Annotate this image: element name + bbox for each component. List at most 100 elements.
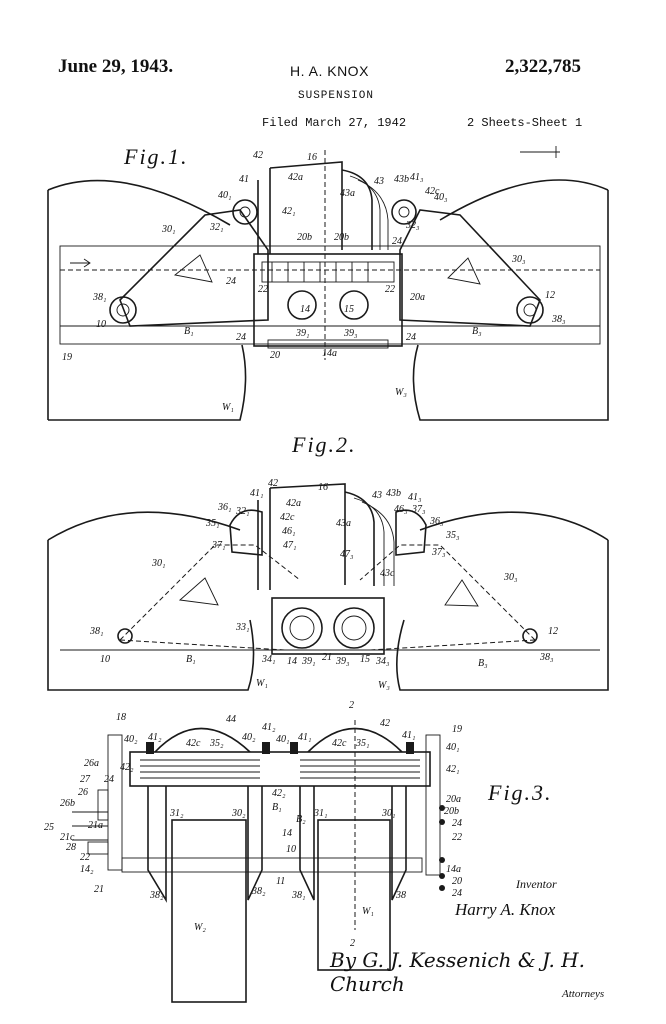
svg-text:43a: 43a: [336, 518, 351, 529]
figure-3-drawing: 18 2 44 42 19 40₂ 41₂ 42c 35₂ 40₂ 41₂ 40…: [44, 700, 462, 1003]
svg-text:43b: 43b: [394, 174, 409, 185]
filing-date: Filed March 27, 1942: [262, 116, 407, 130]
svg-text:35₁: 35₁: [355, 738, 369, 749]
svg-text:12: 12: [545, 290, 555, 301]
svg-text:19: 19: [452, 724, 462, 735]
inventor-caption: Inventor: [516, 877, 557, 891]
inventor-signature: Harry A. Knox: [455, 900, 556, 919]
svg-text:24: 24: [406, 332, 416, 343]
svg-text:12: 12: [548, 626, 558, 637]
svg-text:38₁: 38₁: [89, 626, 103, 637]
svg-text:31₁: 31₁: [313, 808, 327, 819]
svg-text:41₂: 41₂: [148, 732, 162, 743]
svg-text:33₁: 33₁: [235, 622, 249, 633]
svg-text:26: 26: [78, 787, 88, 798]
svg-text:42c: 42c: [425, 186, 440, 197]
svg-text:35₃: 35₃: [445, 530, 460, 541]
svg-text:24: 24: [452, 888, 462, 899]
svg-text:11: 11: [276, 876, 285, 887]
svg-text:38₃: 38₃: [551, 314, 566, 325]
svg-text:B₃: B₃: [472, 326, 482, 337]
svg-text:30₁: 30₁: [381, 808, 395, 819]
svg-text:40₁: 40₁: [276, 734, 289, 745]
svg-text:10: 10: [100, 654, 110, 665]
svg-text:39₃: 39₃: [335, 656, 350, 667]
svg-text:25: 25: [44, 822, 54, 833]
svg-text:24: 24: [392, 236, 402, 247]
svg-text:21c: 21c: [60, 832, 75, 843]
svg-text:34₁: 34₁: [261, 654, 275, 665]
svg-text:14a: 14a: [322, 348, 337, 359]
svg-text:B₁: B₁: [184, 326, 194, 337]
svg-text:31₂: 31₂: [169, 808, 184, 819]
svg-text:24: 24: [452, 818, 462, 829]
svg-text:40₁: 40₁: [218, 190, 231, 201]
figure-2-drawing: 42 16 41₁ 42a 36₁ 32₁ 42c 46₁ 47₁ 35₁ 43…: [47, 478, 609, 691]
patent-title: SUSPENSION: [298, 90, 375, 102]
figure-2-label: Fig.2.: [292, 432, 357, 457]
svg-text:41₁: 41₁: [298, 732, 311, 743]
svg-text:30₁: 30₁: [161, 224, 175, 235]
svg-text:38₁: 38₁: [92, 292, 106, 303]
svg-text:40₃: 40₃: [434, 192, 448, 203]
svg-text:14: 14: [282, 828, 292, 839]
svg-text:24: 24: [104, 774, 114, 785]
svg-text:22: 22: [80, 852, 90, 863]
svg-text:41₃: 41₃: [408, 492, 422, 503]
patent-number: 2,322,785: [505, 56, 581, 77]
svg-text:20: 20: [270, 350, 280, 361]
svg-text:28: 28: [66, 842, 76, 853]
svg-text:43c: 43c: [380, 568, 395, 579]
svg-text:43b: 43b: [386, 488, 401, 499]
svg-text:42₁: 42₁: [282, 206, 295, 217]
svg-text:43: 43: [372, 490, 382, 501]
svg-text:42c: 42c: [280, 512, 295, 523]
svg-text:41₁: 41₁: [402, 730, 415, 741]
svg-text:16: 16: [307, 152, 317, 163]
svg-text:22: 22: [385, 284, 395, 295]
svg-text:32₁: 32₁: [209, 222, 223, 233]
svg-text:14: 14: [300, 304, 310, 315]
svg-text:32₃: 32₃: [405, 220, 420, 231]
svg-text:14: 14: [287, 656, 297, 667]
svg-text:18: 18: [116, 712, 126, 723]
svg-text:34₃: 34₃: [375, 656, 390, 667]
svg-text:42₂: 42₂: [272, 788, 286, 799]
sheet-count: 2 Sheets-Sheet 1: [467, 116, 583, 130]
svg-text:10: 10: [96, 319, 106, 330]
svg-text:B₂: B₂: [296, 814, 306, 825]
svg-text:36₃: 36₃: [429, 516, 444, 527]
svg-text:39₁: 39₁: [295, 328, 309, 339]
svg-text:38: 38: [395, 890, 406, 901]
svg-text:37₃: 37₃: [431, 547, 446, 558]
attorneys-caption: Attorneys: [562, 988, 605, 1000]
svg-text:2: 2: [349, 700, 354, 711]
svg-text:38₃: 38₃: [539, 652, 554, 663]
svg-text:14₂: 14₂: [80, 864, 94, 875]
svg-text:44: 44: [226, 714, 236, 725]
svg-text:39₃: 39₃: [343, 328, 358, 339]
svg-text:16: 16: [318, 482, 328, 493]
svg-text:W₁: W₁: [256, 678, 268, 689]
svg-text:39₁: 39₁: [301, 656, 315, 667]
svg-text:26a: 26a: [84, 758, 99, 769]
svg-text:37₃: 37₃: [411, 504, 426, 515]
svg-text:2: 2: [350, 938, 355, 949]
patent-date: June 29, 1943.: [58, 56, 174, 77]
inventor-name-header: H. A. KNOX: [290, 63, 369, 79]
svg-text:37₁: 37₁: [211, 540, 225, 551]
svg-text:20a: 20a: [446, 794, 461, 805]
svg-text:21: 21: [94, 884, 104, 895]
svg-text:38₂: 38₂: [149, 890, 164, 901]
svg-text:10: 10: [286, 844, 296, 855]
svg-text:36₁: 36₁: [217, 502, 231, 513]
svg-text:20b: 20b: [297, 232, 312, 243]
svg-text:42₁: 42₁: [446, 764, 459, 775]
svg-text:W₁: W₁: [222, 402, 234, 413]
svg-text:19: 19: [62, 352, 72, 363]
svg-text:46₁: 46₁: [282, 526, 295, 537]
svg-text:W₂: W₂: [194, 922, 206, 933]
svg-text:21: 21: [322, 652, 332, 663]
svg-text:B₁: B₁: [186, 654, 196, 665]
